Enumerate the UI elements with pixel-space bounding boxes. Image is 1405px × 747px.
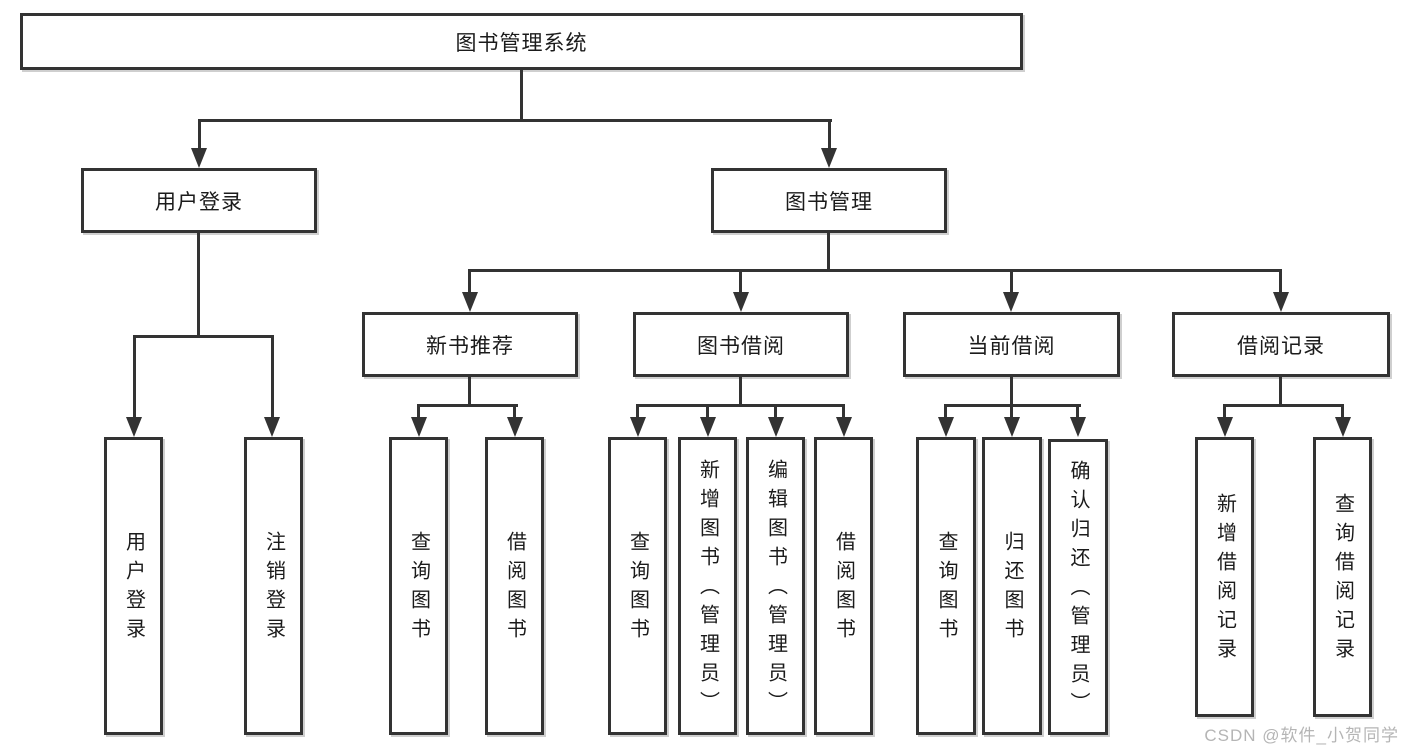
- connector-vline: [1223, 404, 1226, 419]
- arrow-down-icon: [264, 417, 280, 437]
- leaf-borrow-query-books: 查询图书: [608, 437, 667, 735]
- connector-hline: [198, 119, 832, 122]
- arrow-down-icon: [411, 417, 427, 437]
- arrow-down-icon: [191, 148, 207, 168]
- leaf-records-add-record: 新增借阅记录: [1195, 437, 1254, 717]
- leaf-current-confirm-return-admin: 确认归还（管理员）: [1048, 439, 1108, 735]
- connector-vline: [1010, 269, 1013, 295]
- arrow-down-icon: [507, 417, 523, 437]
- arrow-down-icon: [1335, 417, 1351, 437]
- connector-vline: [827, 233, 830, 272]
- connector-vline: [706, 404, 709, 419]
- connector-vline: [417, 404, 420, 419]
- leaf-records-query-record: 查询借阅记录: [1313, 437, 1372, 717]
- node-user-login: 用户登录: [81, 168, 317, 233]
- arrow-down-icon: [821, 148, 837, 168]
- connector-vline: [197, 233, 200, 337]
- leaf-borrow-borrow-books: 借阅图书: [814, 437, 873, 735]
- leaf-newbooks-query-books: 查询图书: [389, 437, 448, 735]
- arrow-down-icon: [126, 417, 142, 437]
- node-new-book-recommend: 新书推荐: [362, 312, 578, 377]
- csdn-watermark: CSDN @软件_小贺同学: [1204, 726, 1399, 745]
- leaf-newbooks-borrow-books: 借阅图书: [485, 437, 544, 735]
- connector-hline: [1223, 404, 1344, 407]
- connector-vline: [739, 269, 742, 295]
- node-book-borrow: 图书借阅: [633, 312, 849, 377]
- node-current-borrow: 当前借阅: [903, 312, 1120, 377]
- connector-vline: [1010, 377, 1013, 406]
- connector-vline: [198, 119, 201, 150]
- node-borrow-records: 借阅记录: [1172, 312, 1390, 377]
- arrow-down-icon: [1004, 417, 1020, 437]
- arrow-down-icon: [836, 417, 852, 437]
- connector-vline: [468, 269, 471, 295]
- connector-vline: [1279, 269, 1282, 295]
- connector-vline: [271, 335, 274, 419]
- arrow-down-icon: [733, 292, 749, 312]
- connector-vline: [944, 404, 947, 419]
- node-book-management: 图书管理: [711, 168, 947, 233]
- connector-hline: [636, 404, 845, 407]
- connector-vline: [520, 68, 523, 122]
- leaf-borrow-edit-books-admin: 编辑图书（管理员）: [746, 437, 805, 735]
- arrow-down-icon: [630, 417, 646, 437]
- leaf-logout: 注销登录: [244, 437, 303, 735]
- arrow-down-icon: [1273, 292, 1289, 312]
- connector-vline: [513, 404, 516, 419]
- connector-vline: [739, 377, 742, 406]
- connector-vline: [1279, 377, 1282, 406]
- arrow-down-icon: [1070, 417, 1086, 437]
- arrow-down-icon: [1003, 292, 1019, 312]
- leaf-current-return-books: 归还图书: [982, 437, 1042, 735]
- arrow-down-icon: [938, 417, 954, 437]
- connector-vline: [842, 404, 845, 419]
- arrow-down-icon: [700, 417, 716, 437]
- connector-vline: [1076, 404, 1079, 419]
- leaf-borrow-add-books-admin: 新增图书（管理员）: [678, 437, 737, 735]
- node-root: 图书管理系统: [20, 13, 1023, 70]
- connector-vline: [468, 377, 471, 406]
- connector-vline: [636, 404, 639, 419]
- leaf-current-query-books: 查询图书: [916, 437, 976, 735]
- connector-vline: [828, 119, 831, 150]
- arrow-down-icon: [768, 417, 784, 437]
- arrow-down-icon: [462, 292, 478, 312]
- connector-hline: [470, 269, 1282, 272]
- connector-vline: [1341, 404, 1344, 419]
- connector-hline: [417, 404, 518, 407]
- connector-vline: [133, 335, 136, 419]
- arrow-down-icon: [1217, 417, 1233, 437]
- connector-vline: [1010, 404, 1013, 419]
- connector-hline: [133, 335, 274, 338]
- connector-vline: [774, 404, 777, 419]
- leaf-user-login: 用户登录: [104, 437, 163, 735]
